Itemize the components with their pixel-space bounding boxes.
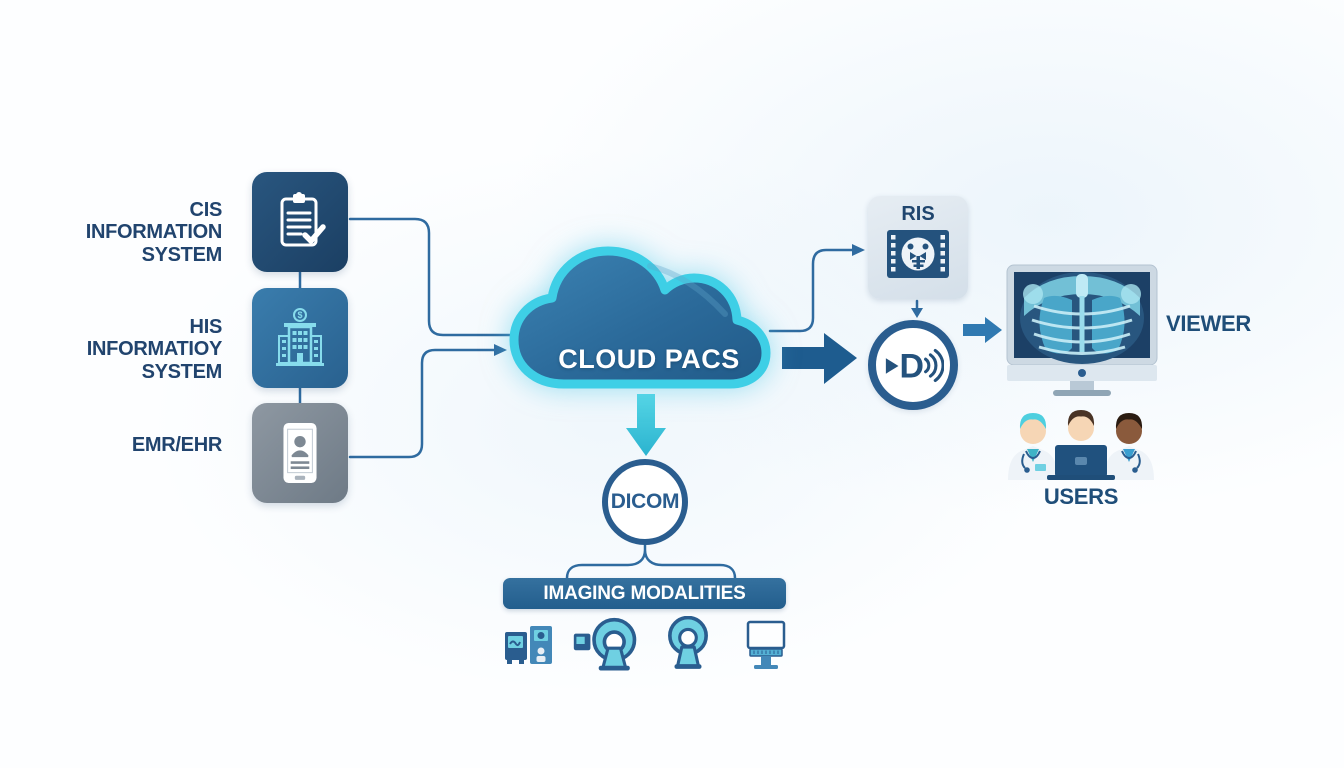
his-system-box: $ (252, 288, 348, 388)
viewer-label: VIEWER (1166, 311, 1251, 336)
dicom-send-icon: D (885, 348, 944, 386)
tablet-patient-icon (283, 423, 317, 483)
svg-text:$: $ (297, 310, 302, 320)
hospital-building-icon: $ (276, 308, 324, 366)
clipboard-check-icon (280, 192, 326, 247)
doctor-right (1104, 413, 1154, 480)
his-system-label: HIS INFORMATIOY SYSTEM (86, 316, 223, 383)
mri-scanner-icon (668, 616, 708, 669)
workstation-icon (746, 620, 786, 669)
connector-cloud-to-ris (768, 248, 854, 333)
ris-label: RIS (901, 203, 935, 225)
connector-dicom-to-bar (565, 539, 737, 581)
medical-team-icon (1008, 410, 1154, 480)
connector-cis-to-cloud (348, 217, 518, 337)
dicom-node: DICOM (602, 459, 688, 545)
xray-monitor-icon (1006, 264, 1158, 396)
cis-system-box (252, 172, 348, 272)
arrow-cloud-to-dicom (626, 394, 666, 456)
arrowhead-ris-sender (911, 308, 923, 318)
dicom-label: DICOM (610, 490, 680, 513)
xray-machine-icon (505, 626, 552, 664)
doctor-middle (1047, 410, 1115, 480)
users-label: USERS (1043, 484, 1119, 509)
cloud-pacs-node (500, 236, 785, 404)
svg-text:D: D (899, 348, 923, 386)
thick-arrow-cloud-to-sender (782, 333, 857, 384)
connector-emr-to-cloud (348, 348, 496, 459)
cloud-pacs-label: CLOUD PACS (558, 344, 740, 374)
ris-node: RIS (868, 196, 968, 299)
cis-system-label: CIS INFORMATION SYSTEM (85, 199, 223, 266)
ct-scanner-icon (573, 617, 637, 671)
imaging-modalities-label: IMAGING MODALITIES (543, 582, 746, 604)
emr-ehr-label: EMR/EHR (131, 434, 222, 456)
arrowhead-cloud-ris (852, 244, 865, 256)
arrowhead-emr-cloud (494, 344, 507, 356)
cloud-icon (509, 246, 771, 389)
xray-film-icon (887, 230, 949, 278)
arrow-sender-to-viewer (963, 317, 1002, 343)
dicom-sender-node: D (868, 320, 958, 410)
emr-ehr-box (252, 403, 348, 503)
doctor-left (1008, 413, 1058, 480)
imaging-modalities-bar: IMAGING MODALITIES (503, 578, 786, 609)
